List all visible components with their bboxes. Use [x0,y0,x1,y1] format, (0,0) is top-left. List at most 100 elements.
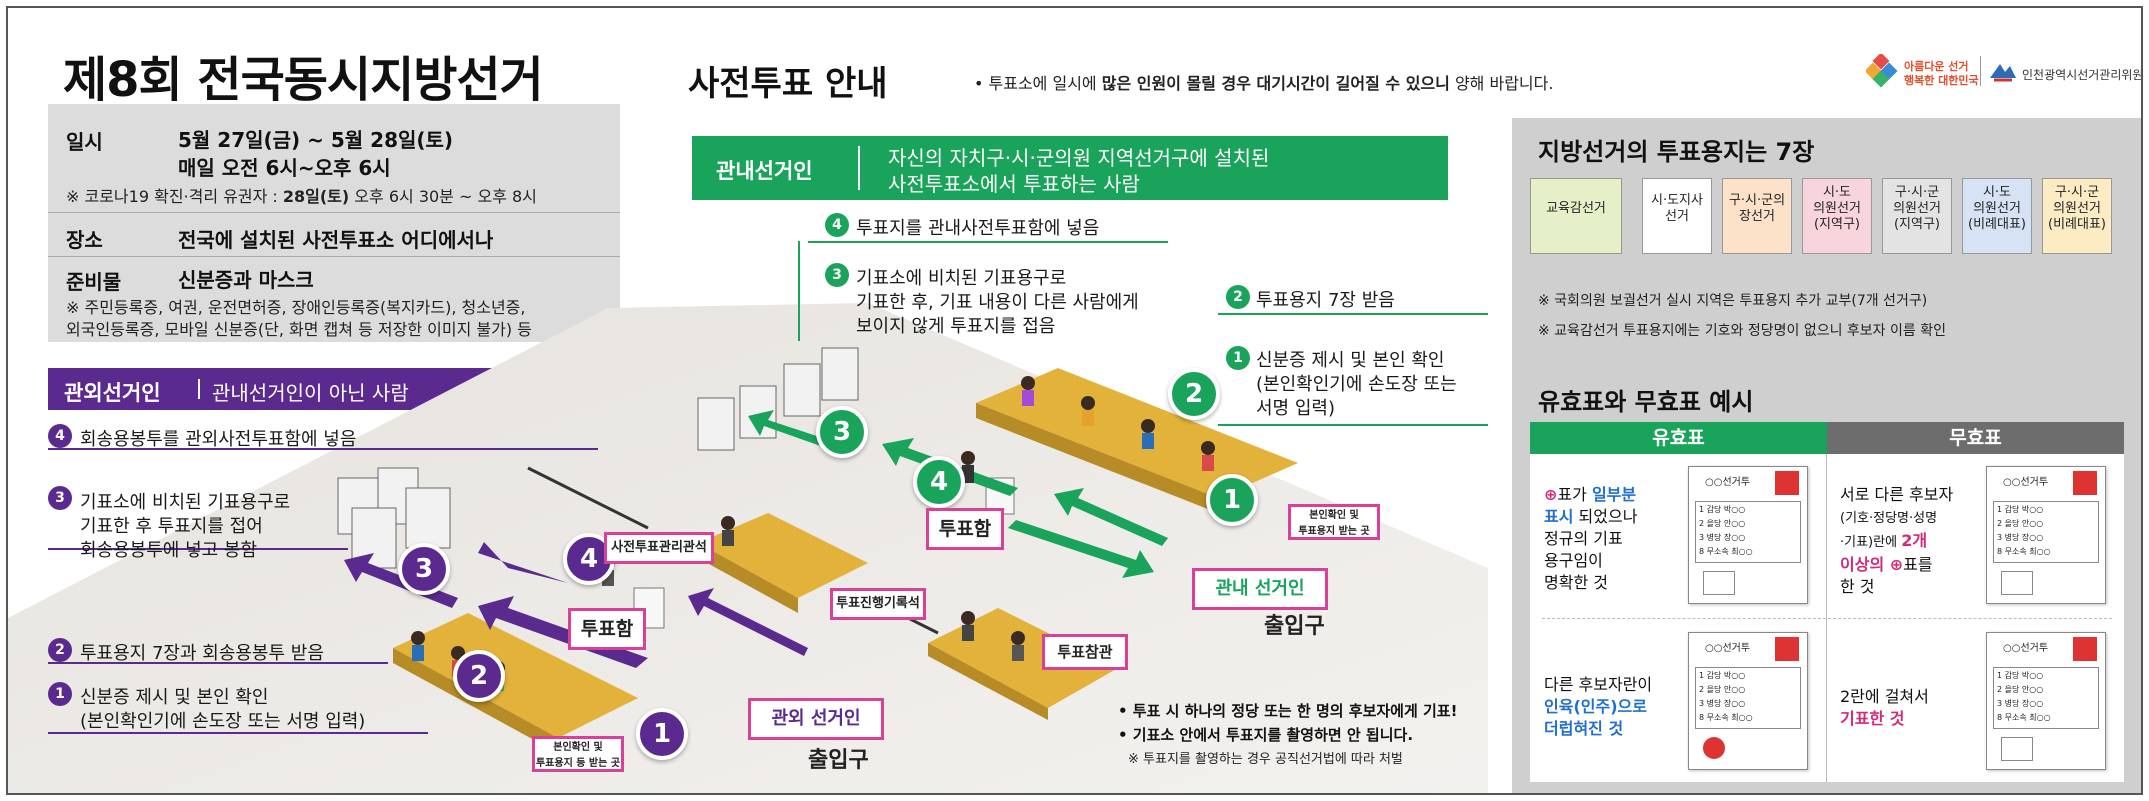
outside-step-3-line2: 기표한 후 투표지를 접어 [80,516,263,537]
ballot-paper-label: 시·도 [1822,185,1852,200]
sign-ballot-box-inside: 투표함 [926,508,1004,550]
stamp-mark-icon: ⊕ [1889,555,1904,574]
ballot-paper-label: 구·시·군의 [1728,193,1786,208]
outside-step-1-line1: 신분증 제시 및 본인 확인 [80,687,269,708]
ballot-row-number: 3 [1997,699,2003,708]
ballot-sample-valid-1: ○○선거투 1 갑당 박○○2 을당 안○○3 병당 장○○8 무소속 최○○ [1688,466,1808,604]
footnote-2: • 기표소 안에서 투표지를 촬영하면 안 됩니다. [1118,726,1414,744]
validity-title: 유효표와 무효표 예시 [1538,388,1754,416]
covid-note-bold: 28일(토) [282,187,350,206]
official-seal-icon [1775,637,1799,661]
ballot-row-number: 2 [1997,519,2003,528]
ballot-paper-label: (비례대표) [1968,217,2026,232]
floor-number-badge: 2 [453,650,505,702]
sign-ballot-box-outside: 투표함 [568,608,646,650]
step-line [808,241,1168,243]
poster-frame: 제8회 전국동시지방선거 일시 5월 27일(금) ~ 5월 28일(토) 매일… [6,6,2143,795]
ballot-row-number: 8 [1997,713,2003,722]
crowd-notice-pre: • 투표소에 일시에 [974,74,1102,93]
valid-example-1-part: 표시 [1544,507,1574,526]
divider [48,212,620,213]
ballot-paper-label: 의원선거 [2053,201,2101,216]
partial-stamp-icon: ⊕ [1544,485,1558,504]
valid-example-2-part: 더럽혀진 것 [1544,719,1624,738]
ballot-row-party: 을당 [2004,685,2020,694]
main-title: 제8회 전국동시지방선거 [63,52,544,108]
ballot-header: ○○선거투 [2003,477,2049,488]
ballot-grid [1993,501,2099,563]
ballot-row-party: 무소속 [2004,547,2027,556]
ballot-row-party: 무소속 [1706,713,1729,722]
inside-step-3-line2: 기표한 후, 기표 내용이 다른 사람에게 [856,292,1139,313]
ballots-note-2: ※ 교육감선거 투표용지에는 기호와 정당명이 없으니 후보자 이름 확인 [1538,323,1946,339]
valid-example-2-part: 다른 후보자란이 [1544,675,1653,694]
ballot-sample-invalid-1: ○○선거투 1 갑당 박○○2 을당 안○○3 병당 장○○8 무소속 최○○ [1986,466,2106,604]
sign-id-check-inside-line1: 본인확인 및 [1309,510,1359,521]
step-badge: 2 [48,638,72,662]
sign-observer-seat: 투표참관 [1042,634,1128,670]
valid-example-1-part: 정규의 기표 [1544,529,1623,548]
inside-step-1-line1: 신분증 제시 및 본인 확인 [1256,350,1445,371]
ballot-row-party: 무소속 [2004,713,2027,722]
logo-slogan-1: 아름다운 선거 [1904,60,1969,73]
ballot-row-name: 최○○ [1731,713,1753,722]
footnote-3: ※ 투표지를 촬영하는 경우 공직선거법에 따라 처벌 [1128,752,1403,767]
ballot-row-name: 최○○ [1731,547,1753,556]
nec-name: 인천광역시선거관리위원회 [2022,68,2143,82]
floor-number-badge: 1 [636,708,688,760]
crowd-notice-bold: 많은 인원이 몰릴 경우 대기시간이 길어질 수 있으니 [1101,74,1450,93]
crowd-notice-post: 양해 바랍니다. [1449,74,1554,93]
ballot-rows: 1 갑당 박○○2 을당 안○○3 병당 장○○8 무소속 최○○ [1699,503,1753,559]
ballot-paper-label: 시·도 [1982,185,2012,200]
prep-label: 준비물 [66,270,122,294]
ballot-row-number: 1 [1997,671,2003,680]
logo-slogan-2: 행복한 대한민국 [1904,74,1979,87]
outside-step-4: 회송용봉투를 관외사전투표함에 넣음 [80,429,357,450]
place-label: 장소 [66,228,103,252]
ballot-row-number: 1 [1699,671,1705,680]
ballot-row-number: 3 [1997,533,2003,542]
prep-note-2: 외국인등록증, 모바일 신분증(단, 화면 캡쳐 등 저장한 이미지 불가) 등 [66,320,532,339]
floor-number-badge: 3 [816,406,868,458]
ballot-row-name: 안○○ [1723,519,1746,528]
ballot-paper-label: 시·도지사 [1651,193,1703,208]
ballot-row-number: 8 [1699,547,1705,556]
time-value: 매일 오전 6시~오후 6시 [178,156,391,180]
step-badge: 4 [825,213,849,237]
valid-header: 유효표 [1530,422,1827,454]
ballot-row-name: 안○○ [2021,519,2044,528]
official-seal-icon [2073,471,2097,495]
outside-step-1-line2: (본인확인기에 손도장 또는 서명 입력) [80,711,366,732]
divider [1542,618,2112,619]
valid-example-1-part: 되었으나 [1573,507,1638,526]
ballot-paper-label: (지역구) [1813,217,1861,232]
invalid-example-1-part: ·기표)란에 [1840,535,1902,550]
valid-example-2-part: 인육(인주)으로 [1544,697,1647,716]
covid-note-post: 오후 6시 30분 ~ 오후 8시 [349,187,537,206]
ballot-paper-label: 교육감선거 [1546,201,1606,216]
official-seal-icon [2073,637,2097,661]
ballot-row-number: 8 [1997,547,2003,556]
invalid-example-1-part: 표를 [1903,555,1933,574]
ballot-paper: 교육감선거 [1530,178,1622,254]
ballot-row-number: 3 [1699,533,1705,542]
ballot-paper-label: 구·시·군 [1894,185,1940,200]
step-line [1218,313,1488,315]
sign-id-check-outside-line1: 본인확인 및 [553,742,603,753]
ballot-paper-label: 선거 [1665,209,1689,224]
ballot-row-number: 1 [1997,505,2003,514]
ballot-paper-label: (지역구) [1893,217,1941,232]
invalid-example-2-part: 기표한 것 [1840,709,1905,728]
floor-number-badge: 1 [1206,474,1258,526]
invalid-example-1-part: 한 것 [1840,577,1875,596]
sign-progress-seat: 투표진행기록석 [830,588,926,620]
valid-example-1-part: 명확한 것 [1544,573,1608,592]
ballot-sample-valid-2: ○○선거투 1 갑당 박○○2 을당 안○○3 병당 장○○8 무소속 최○○ [1688,632,1808,770]
ballot-rows: 1 갑당 박○○2 을당 안○○3 병당 장○○8 무소속 최○○ [1997,669,2051,725]
inside-voter-label: 관내선거인 [716,159,813,183]
inside-step-1-line3: 서명 입력) [1256,398,1335,419]
ballot-row-number: 8 [1699,713,1705,722]
valid-example-1-text: ⊕표가 일부분 표시 되었으나 정규의 기표 용구임이 명확한 것 [1544,484,1674,594]
valid-example-1-part: 일부분 [1591,485,1637,504]
